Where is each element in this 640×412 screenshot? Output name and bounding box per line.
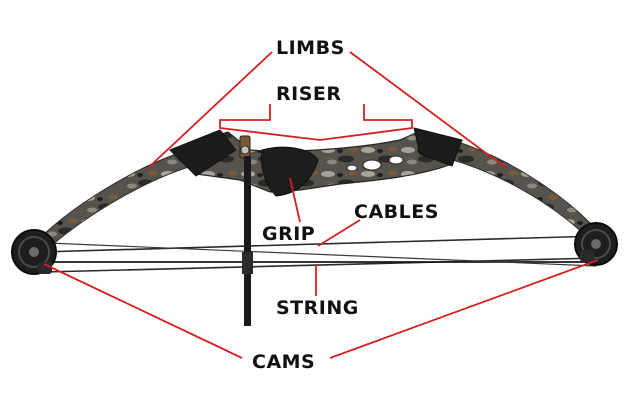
left-limb-pocket [169, 129, 237, 177]
limbs-leader-right [349, 51, 507, 169]
string-and-cables [39, 235, 601, 273]
label-cams: CAMS [252, 351, 315, 373]
arrow-rest-knob [240, 145, 250, 155]
cams-leader-left [43, 263, 243, 359]
riser-cutout [388, 155, 404, 165]
cable-line [43, 257, 599, 273]
grip-leader [289, 177, 301, 223]
left-limb [29, 149, 193, 257]
riser-bracket-arrow [219, 104, 413, 141]
cams-leader-right [329, 259, 599, 359]
stabilizer-rod [242, 156, 253, 326]
cable-line [47, 242, 597, 267]
left-cam [11, 229, 57, 275]
riser-cutout [362, 159, 382, 171]
bow-cams [11, 222, 618, 275]
label-cables: CABLES [354, 201, 439, 223]
limbs-leader-left [147, 51, 273, 169]
bow-riser [169, 127, 463, 197]
leader-lines [43, 51, 599, 359]
grip [261, 146, 319, 197]
label-grip: GRIP [262, 223, 315, 245]
label-riser: RISER [276, 83, 342, 105]
label-limbs: LIMBS [276, 37, 345, 59]
cables-leader [317, 219, 361, 247]
right-limb-pocket [413, 127, 463, 167]
right-cam [574, 222, 618, 266]
label-string: STRING [276, 297, 359, 319]
part-labels: LIMBS RISER GRIP CABLES STRING CAMS [252, 37, 439, 373]
riser-cutout [346, 164, 358, 172]
